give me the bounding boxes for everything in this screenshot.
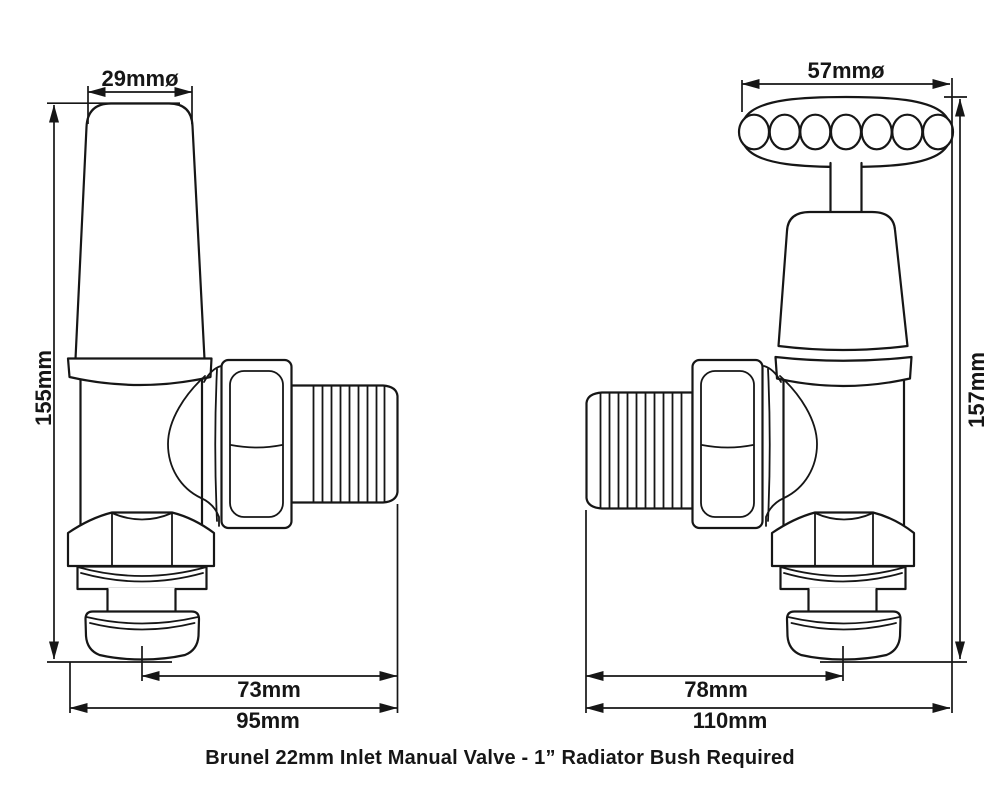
handle-ball	[891, 113, 924, 151]
washer-arc	[76, 566, 208, 577]
hex-nut-outline	[770, 511, 916, 568]
washer-arc	[783, 572, 903, 583]
washer-arc	[80, 572, 204, 583]
right-valve-washer	[779, 565, 907, 591]
left-valve-washer	[76, 565, 208, 591]
left-valve-collar	[66, 357, 213, 387]
right-valve-figure	[585, 95, 955, 661]
hex-crown-arc	[814, 512, 874, 521]
dim-label-overall-width: 110mm	[693, 708, 768, 733]
handle-ball	[829, 113, 863, 151]
handle-ball	[799, 113, 832, 151]
left-valve-outlet-cone	[167, 365, 222, 527]
drawing-caption: Brunel 22mm Inlet Manual Valve - 1” Radi…	[205, 747, 795, 769]
dim-label-tail-to-center: 78mm	[684, 677, 748, 702]
cone-top-line	[763, 365, 782, 383]
thread-lines	[599, 392, 683, 509]
right-valve-head	[777, 210, 909, 352]
washer-box	[76, 565, 208, 591]
tail-pipe-outline	[290, 384, 399, 504]
wheel-handle-balls	[737, 113, 955, 151]
union-nut-midline	[230, 444, 283, 449]
union-nut-outer	[220, 358, 293, 530]
handle-ball	[768, 113, 801, 151]
union-nut-midline	[701, 444, 754, 449]
neck-fill	[107, 588, 176, 612]
washer-arc	[779, 566, 907, 577]
cap-nut-outline	[785, 610, 902, 661]
cone-silhouette	[167, 375, 220, 527]
right-valve-stem	[829, 157, 863, 214]
right-valve-neck	[807, 587, 878, 614]
dim-label-handle-diameter: 57mmø	[807, 58, 885, 83]
dim-label-overall-height: 157mm	[964, 352, 989, 428]
left-valve-dimensions: 29mmø 155mm 73mm 95mm	[31, 66, 399, 733]
tail-pipe-outline	[585, 391, 694, 510]
left-valve-neck	[106, 587, 177, 614]
thread-lines	[312, 385, 386, 503]
neck-fill	[808, 588, 877, 612]
right-valve-hex-nut	[770, 511, 916, 568]
dim-label-overall-width: 95mm	[236, 708, 300, 733]
left-valve-threaded-tail	[290, 384, 399, 504]
cap-nut-outline	[84, 610, 201, 661]
right-valve-dimensions: 57mmø 157mm 78mm 110mm	[585, 58, 989, 733]
stem-fill	[831, 157, 861, 212]
cone-base-line	[214, 368, 218, 522]
hex-crown-arc	[111, 512, 173, 521]
cap-nut-arc	[790, 622, 897, 631]
left-valve-union-nut	[220, 358, 293, 530]
cone-top-line	[203, 365, 222, 383]
right-valve-collar	[774, 355, 913, 388]
cone-silhouette	[765, 375, 818, 527]
dim-label-overall-height: 155mm	[31, 350, 56, 426]
cone-base-line	[767, 368, 771, 522]
handle-ball	[737, 113, 771, 151]
left-valve-head	[74, 102, 206, 361]
washer-box	[779, 565, 907, 591]
handle-ball	[921, 113, 955, 151]
right-valve-threaded-tail	[585, 391, 694, 510]
right-valve-cap-nut	[785, 610, 902, 661]
cap-nut-arc	[85, 616, 199, 625]
hex-nut-outline	[66, 511, 216, 568]
union-nut-inner	[700, 370, 755, 518]
cap-nut-arc	[89, 622, 196, 631]
left-valve-figure	[66, 102, 399, 661]
right-valve-outlet-cone	[763, 365, 818, 527]
right-valve-union-nut	[691, 358, 764, 530]
cap-nut-arc	[787, 616, 901, 625]
handle-ball	[860, 113, 893, 151]
dim-label-tail-to-center: 73mm	[237, 677, 301, 702]
union-nut-outer	[691, 358, 764, 530]
dim-label-head-diameter: 29mmø	[101, 66, 179, 91]
left-valve-cap-nut	[84, 610, 201, 661]
left-valve-hex-nut	[66, 511, 216, 568]
union-nut-inner	[229, 370, 284, 518]
